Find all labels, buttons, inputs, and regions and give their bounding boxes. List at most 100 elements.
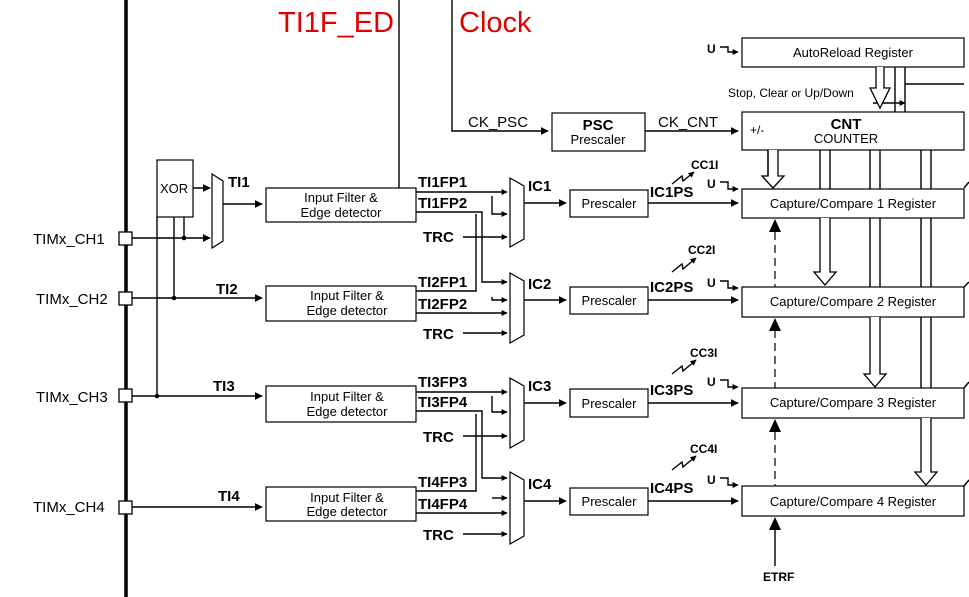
- ic1-label: IC1: [528, 178, 551, 195]
- pin-ch2: [118, 291, 133, 306]
- ch1-filter-line1: Input Filter &: [304, 190, 378, 205]
- ic4-mux: [509, 470, 525, 546]
- or-text: or: [791, 88, 801, 100]
- ch3-filter-line2: Edge detector: [307, 404, 389, 419]
- ti4fp3-label: TI4FP3: [418, 474, 467, 491]
- pin-label-ch3: TIMx_CH3: [36, 389, 108, 406]
- psc-title: PSC: [583, 117, 614, 134]
- ic4ps-label: IC4PS: [650, 480, 693, 497]
- ic2-mux: [509, 271, 525, 345]
- autoreload-register: [741, 37, 965, 68]
- ch2-u-label: U: [707, 276, 716, 290]
- ch4-filter-line2: Edge detector: [307, 504, 389, 519]
- psc-subtitle: Prescaler: [571, 132, 627, 147]
- arr-to-cnt-arrow: [868, 67, 892, 110]
- ch4-prescaler: [569, 487, 649, 516]
- ti1fp2-label: TI1FP2: [418, 195, 467, 212]
- routing-ch3-ch4: TI3FP3 TI3FP4 TRC TI4FP3 TI4FP4 TRC: [416, 374, 508, 544]
- ccr1-box: [741, 188, 965, 219]
- cnt-dir-label: +/-: [750, 123, 764, 137]
- clock-line: [451, 0, 549, 135]
- ccr2-box: [741, 286, 965, 318]
- pin-label-ch1: TIMx_CH1: [33, 231, 105, 248]
- ch1-input-filter: [265, 187, 417, 223]
- ch1-prescaler-label: Prescaler: [582, 196, 638, 211]
- ch3-u-label: U: [707, 375, 716, 389]
- ccr1-label: Capture/Compare 1 Register: [770, 196, 937, 211]
- cc3i-lightning-icon: [671, 359, 697, 375]
- ti1-mux: [211, 172, 224, 250]
- ch4-prescaler-label: Prescaler: [582, 494, 638, 509]
- autoreload-label: AutoReload Register: [793, 45, 914, 60]
- ic4-label: IC4: [528, 476, 552, 493]
- ic2ps-label: IC2PS: [650, 279, 693, 296]
- stop-clear-text: Stop, Clear: [728, 86, 788, 100]
- ch1-u-label: U: [707, 177, 716, 191]
- ch2-prescaler-label: Prescaler: [582, 293, 638, 308]
- clock-title: Clock: [459, 7, 532, 39]
- ck-cnt-label: CK_CNT: [658, 114, 718, 131]
- etrf-path: ETRF: [763, 219, 794, 584]
- ch1-filter-line2: Edge detector: [301, 205, 383, 220]
- cc4i-label: CC4I: [690, 442, 717, 456]
- cnt-subtitle: COUNTER: [814, 131, 878, 146]
- ti3fp4-label: TI3FP4: [418, 394, 468, 411]
- ch4-filter-line1: Input Filter &: [310, 490, 384, 505]
- ic3-label: IC3: [528, 378, 551, 395]
- ccr4-label: Capture/Compare 4 Register: [770, 494, 937, 509]
- ti4-label: TI4: [218, 488, 240, 505]
- xor-label: XOR: [160, 181, 188, 196]
- ch1-prescaler: [569, 189, 649, 218]
- xor-box: [156, 159, 194, 218]
- ic3ps-label: IC3PS: [650, 382, 693, 399]
- trc4-label: TRC: [423, 527, 454, 544]
- cc3i-label: CC3I: [690, 346, 717, 360]
- pin-ch3: [118, 388, 133, 403]
- ck-psc-label: CK_PSC: [468, 114, 528, 131]
- cnt-title: CNT: [831, 116, 862, 133]
- ch3-input-filter: [265, 385, 417, 423]
- ch4-u-label: U: [707, 473, 716, 487]
- pin-ch4: [118, 500, 133, 515]
- ch3-prescaler-label: Prescaler: [582, 396, 638, 411]
- xor-block: XOR: [132, 159, 224, 399]
- etrf-label: ETRF: [763, 570, 794, 584]
- ti2-label: TI2: [216, 281, 238, 298]
- ti2fp2-label: TI2FP2: [418, 296, 467, 313]
- cc1i-lightning-icon: [671, 171, 695, 185]
- ch3-filter-line1: Input Filter &: [310, 389, 384, 404]
- ti1-label: TI1: [228, 174, 250, 191]
- stop-clear-label: Stop, Clear or Up/Down: [728, 86, 854, 100]
- ccr3-label: Capture/Compare 3 Register: [770, 395, 937, 410]
- psc-box: [551, 112, 646, 152]
- ccr4-box: [741, 485, 965, 517]
- ch2-input-filter: [265, 285, 417, 322]
- ic1-mux: [509, 176, 525, 249]
- trc2-label: TRC: [423, 326, 454, 343]
- ic1ps-label: IC1PS: [650, 184, 693, 201]
- arr-u-label: U: [707, 42, 716, 56]
- ch2-filter-line2: Edge detector: [307, 303, 389, 318]
- ti1f-ed-title: TI1F_ED: [278, 7, 394, 39]
- cc4i-lightning-icon: [671, 455, 697, 471]
- pin-label-ch4: TIMx_CH4: [33, 499, 105, 516]
- ti3fp3-label: TI3FP3: [418, 374, 467, 391]
- cc2i-label: CC2I: [688, 243, 715, 257]
- ch4-input-filter: [265, 486, 417, 522]
- ic2-label: IC2: [528, 276, 551, 293]
- ti2fp1-label: TI2FP1: [418, 274, 467, 291]
- ti1fp1-label: TI1FP1: [418, 174, 467, 191]
- cci-flags: CC1I CC2I CC3I CC4I: [671, 158, 718, 471]
- clock-section: CK_PSC PSC Prescaler CK_CNT +/- CNT COUN…: [468, 37, 965, 152]
- ccr3-box: [741, 387, 965, 419]
- trc3-label: TRC: [423, 429, 454, 446]
- up-down-text: Up/Down: [805, 86, 854, 100]
- ti3-label: TI3: [213, 378, 235, 395]
- cnt-to-ccr-arrows: [760, 150, 939, 487]
- cnt-box: [741, 111, 965, 151]
- pin-label-ch2: TIMx_CH2: [36, 291, 108, 308]
- trc1-label: TRC: [423, 229, 454, 246]
- cc1i-label: CC1I: [691, 158, 718, 172]
- ic3-mux: [509, 376, 525, 450]
